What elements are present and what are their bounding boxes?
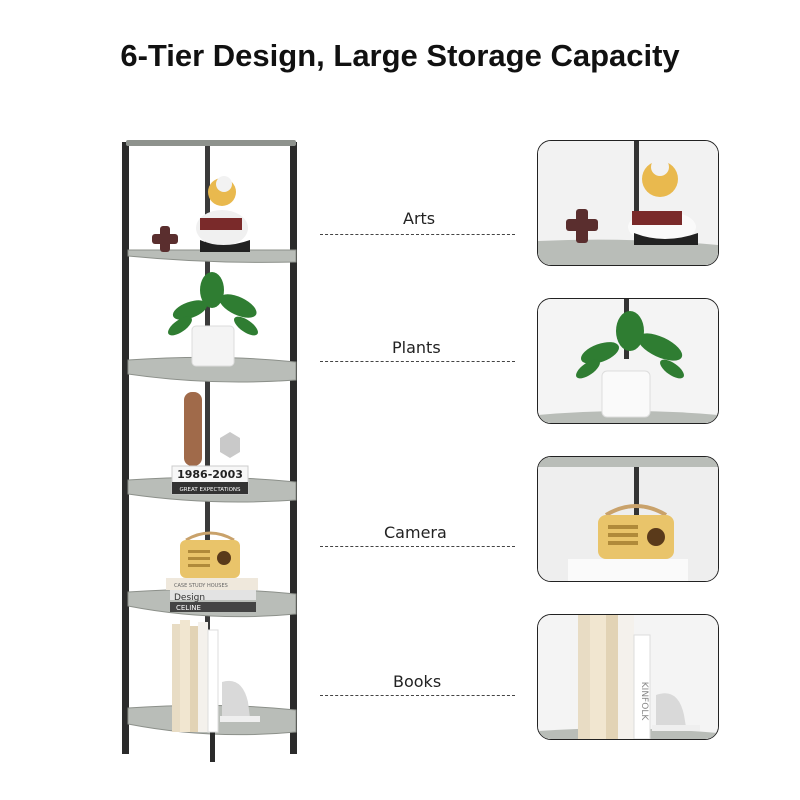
label-camera: Camera <box>384 523 447 542</box>
panel-plants <box>537 298 719 424</box>
leader-books <box>320 695 515 696</box>
years-box-text: 1986-2003 <box>177 468 243 481</box>
cross-ornament <box>152 226 178 252</box>
statue-figure <box>196 176 250 252</box>
gray-cube <box>220 432 240 458</box>
page-title: 6-Tier Design, Large Storage Capacity <box>120 38 680 73</box>
svg-text:CELINE: CELINE <box>176 604 201 612</box>
kinfolk-spine: KINFOLK <box>639 682 649 722</box>
wooden-vase <box>184 392 202 466</box>
panel-books: KINFOLK <box>537 614 719 740</box>
bookend <box>220 680 260 722</box>
svg-text:CASE STUDY HOUSES: CASE STUDY HOUSES <box>174 583 228 589</box>
svg-text:Design: Design <box>174 593 205 603</box>
label-plants: Plants <box>392 338 441 357</box>
years-box-subtext: GREAT EXPECTATIONS <box>179 487 241 493</box>
radio-object <box>180 531 240 578</box>
panel-camera <box>537 456 719 582</box>
leader-camera <box>320 546 515 547</box>
leader-plants <box>320 361 515 362</box>
label-arts: Arts <box>403 209 436 228</box>
potted-plant <box>168 272 258 367</box>
corner-shelf-image: 1986-2003 GREAT EXPECTATIONS CASE STUDY … <box>122 140 297 762</box>
leader-arts <box>320 234 515 235</box>
panel-arts <box>537 140 719 266</box>
vertical-books <box>172 620 219 733</box>
label-books: Books <box>393 672 442 691</box>
